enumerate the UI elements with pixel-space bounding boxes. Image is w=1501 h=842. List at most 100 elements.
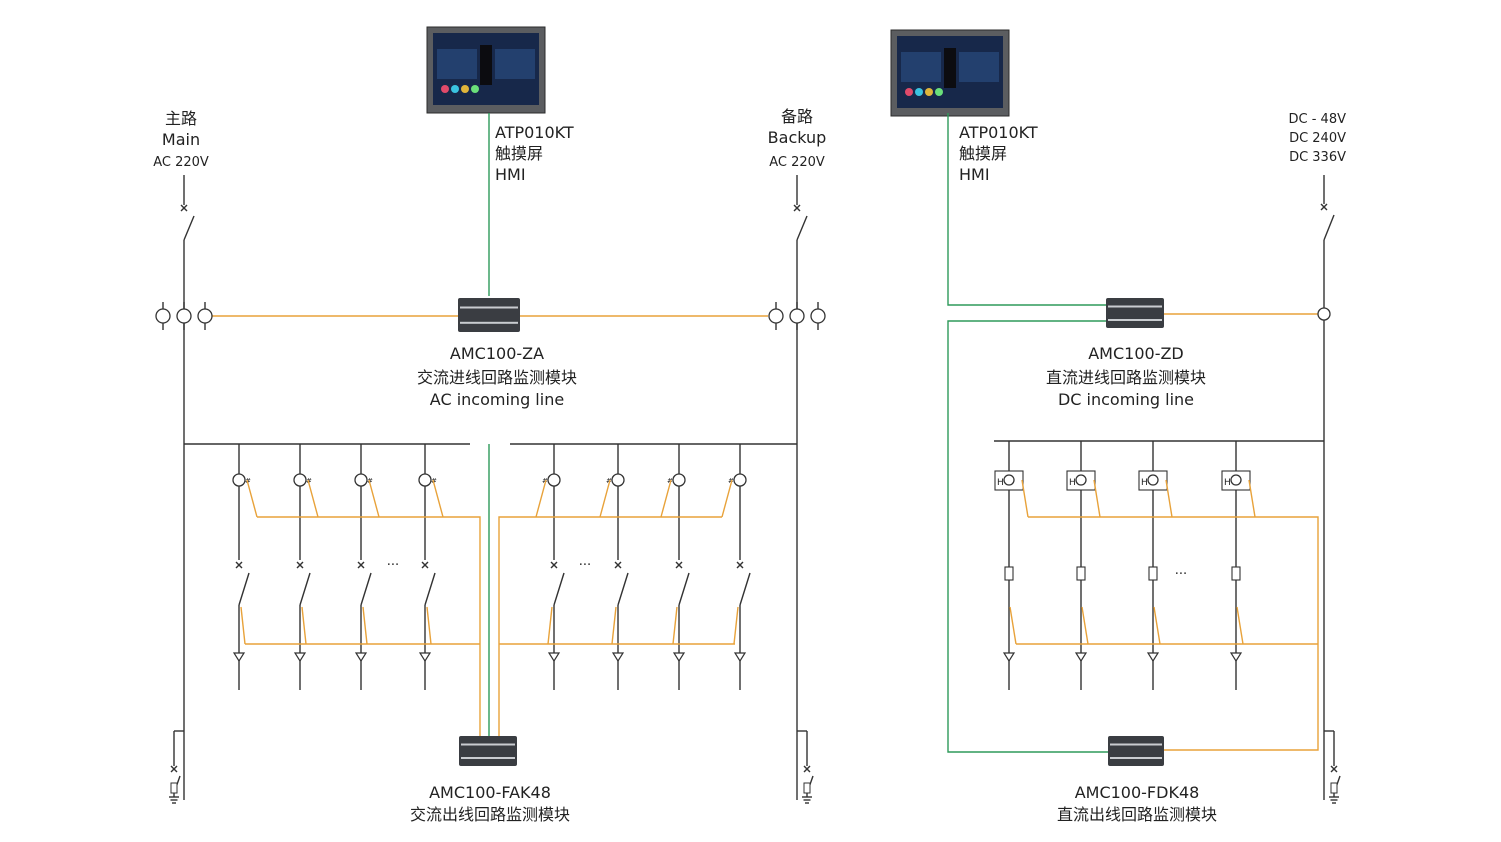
switch-x-mark xyxy=(180,204,188,212)
switch-x-mark xyxy=(614,561,622,569)
ac-hmi-device xyxy=(426,26,546,114)
hall-signal-line xyxy=(1093,479,1101,518)
fuse-icon xyxy=(1330,782,1338,794)
hmi-gauge xyxy=(471,85,479,93)
current-transformer-icon xyxy=(155,308,171,324)
breaker-blade-icon xyxy=(1323,214,1335,241)
ac-outgoing-cn: 交流出线回路监测模块 xyxy=(410,805,570,824)
switch-x-mark xyxy=(235,561,243,569)
amc100-fak48-module xyxy=(459,736,517,766)
current-transformer-icon xyxy=(1317,307,1331,321)
fuse-icon xyxy=(803,782,811,794)
module-terminal-strip xyxy=(1110,757,1162,759)
breaker-blade-icon xyxy=(553,572,565,606)
dc-ellipsis: ··· xyxy=(1175,567,1187,582)
fuse-icon xyxy=(1076,566,1086,581)
current-transformer-icon xyxy=(1075,474,1087,486)
dc-voltage-3: DC 336V xyxy=(1289,150,1346,165)
switch-signal-line xyxy=(733,606,739,645)
cable-terminal-icon xyxy=(418,652,432,663)
hmi-gauge xyxy=(915,88,923,96)
hmi-gauge xyxy=(925,88,933,96)
dc-outgoing-comm-line xyxy=(947,320,1108,753)
switch-x-mark xyxy=(1320,203,1328,211)
current-transformer-icon xyxy=(176,308,192,324)
ac-signal-bus-left-1 xyxy=(257,516,481,740)
ac-incoming-model: AMC100-ZA xyxy=(450,344,544,363)
current-transformer-icon xyxy=(232,473,246,487)
ac-signal-bus-right-1 xyxy=(498,516,722,740)
current-transformer-icon xyxy=(1003,474,1015,486)
ct-signal-line xyxy=(721,479,733,518)
ac-hmi-cn: 触摸屏 xyxy=(495,144,543,163)
hall-sensor-label: H xyxy=(1141,478,1148,488)
current-transformer-icon xyxy=(418,473,432,487)
current-transformer-icon xyxy=(733,473,747,487)
hall-sensor-label: H xyxy=(1069,478,1076,488)
breaker-blade-icon xyxy=(360,572,372,606)
amc100-fdk48-module xyxy=(1108,736,1164,766)
cable-terminal-icon xyxy=(611,652,625,663)
dc-incoming-cn: 直流进线回路监测模块 xyxy=(1046,368,1206,387)
hmi-panel xyxy=(437,49,477,79)
hmi-gauge xyxy=(935,88,943,96)
hmi-panel xyxy=(495,49,535,79)
cable-terminal-icon xyxy=(1146,652,1160,663)
ct-signal-line xyxy=(599,479,611,518)
ac-hmi-model: ATP010KT xyxy=(495,123,574,142)
dc-voltage-2: DC 240V xyxy=(1289,131,1346,146)
module-terminal-strip xyxy=(1108,305,1162,308)
main-voltage: AC 220V xyxy=(153,155,209,170)
breaker-blade-icon xyxy=(238,572,250,606)
dc-voltage-1: DC - 48V xyxy=(1289,112,1347,127)
dc-hmi-en: HMI xyxy=(959,165,990,184)
ct-terminal-mark: # xyxy=(306,477,312,485)
ac-hmi-en: HMI xyxy=(495,165,526,184)
current-transformer-icon xyxy=(293,473,307,487)
amc100-za-module xyxy=(458,298,520,332)
fuse-icon xyxy=(1004,566,1014,581)
hall-signal-line xyxy=(1248,479,1256,518)
current-transformer-icon xyxy=(547,473,561,487)
current-transformer-icon xyxy=(768,308,784,324)
switch-x-mark xyxy=(736,561,744,569)
hmi-gauge xyxy=(461,85,469,93)
hmi-panel xyxy=(901,52,941,82)
module-body xyxy=(1108,736,1164,766)
current-transformer-icon xyxy=(672,473,686,487)
ac-ellipsis-left: ··· xyxy=(387,558,399,573)
backup-label-en: Backup xyxy=(768,128,827,147)
hmi-panel xyxy=(959,52,999,82)
dc-signal-bus-1 xyxy=(1028,516,1319,751)
ac-incoming-cn: 交流进线回路监测模块 xyxy=(417,368,577,387)
breaker-blade-icon xyxy=(183,215,195,241)
module-terminal-strip xyxy=(1110,743,1162,746)
ct-terminal-mark: # xyxy=(667,477,673,485)
ct-terminal-mark: # xyxy=(431,477,437,485)
switch-signal-line xyxy=(301,606,307,645)
ct-terminal-mark: # xyxy=(245,477,251,485)
switch-signal-line xyxy=(611,606,617,645)
switch-x-mark xyxy=(803,765,811,773)
breaker-blade-icon xyxy=(739,572,751,606)
fuse-signal-line xyxy=(1009,606,1017,645)
ct-terminal-mark: # xyxy=(606,477,612,485)
ct-signal-line xyxy=(432,479,444,518)
dc-outgoing-model: AMC100-FDK48 xyxy=(1075,783,1200,802)
ac-ellipsis-right: ··· xyxy=(579,558,591,573)
fuse-signal-line xyxy=(1153,606,1161,645)
current-transformer-icon xyxy=(611,473,625,487)
backup-voltage: AC 220V xyxy=(769,155,825,170)
cable-terminal-icon xyxy=(1229,652,1243,663)
current-transformer-icon xyxy=(1147,474,1159,486)
breaker-blade-icon xyxy=(424,572,436,606)
switch-x-mark xyxy=(675,561,683,569)
dc-hmi-comm-line xyxy=(947,113,1106,306)
module-terminal-strip xyxy=(460,306,518,309)
module-body xyxy=(458,298,520,332)
module-terminal-strip xyxy=(461,757,515,759)
ct-signal-line xyxy=(660,479,672,518)
breaker-blade-icon xyxy=(299,572,311,606)
switch-signal-line xyxy=(672,606,678,645)
